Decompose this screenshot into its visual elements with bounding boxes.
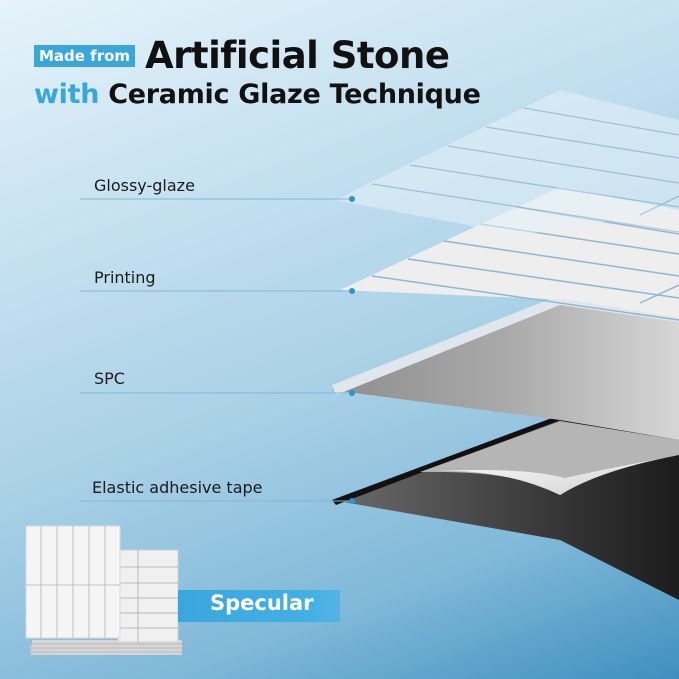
headline: Made from Artificial Stone with Ceramic … <box>34 34 481 110</box>
headline-title: Artificial Stone <box>145 34 450 77</box>
callout-lines <box>80 198 352 502</box>
spc-layer <box>332 295 679 440</box>
layer-label-elastic-adhesive-tape: Elastic adhesive tape <box>92 478 263 497</box>
layer-label-glossy-glaze: Glossy-glaze <box>94 176 195 195</box>
callout-dots <box>349 196 355 504</box>
made-from-badge: Made from <box>34 44 136 67</box>
glossy-glaze-layer <box>335 90 679 235</box>
layer-label-printing: Printing <box>94 268 156 287</box>
specular-banner <box>178 590 340 622</box>
headline-accent-word: with <box>34 79 100 110</box>
layer-label-spc: SPC <box>94 369 125 388</box>
product-thumbnail <box>25 525 182 655</box>
tape-layer <box>332 415 679 600</box>
specular-label: Specular <box>210 591 314 615</box>
headline-subtitle: Ceramic Glaze Technique <box>108 79 481 110</box>
